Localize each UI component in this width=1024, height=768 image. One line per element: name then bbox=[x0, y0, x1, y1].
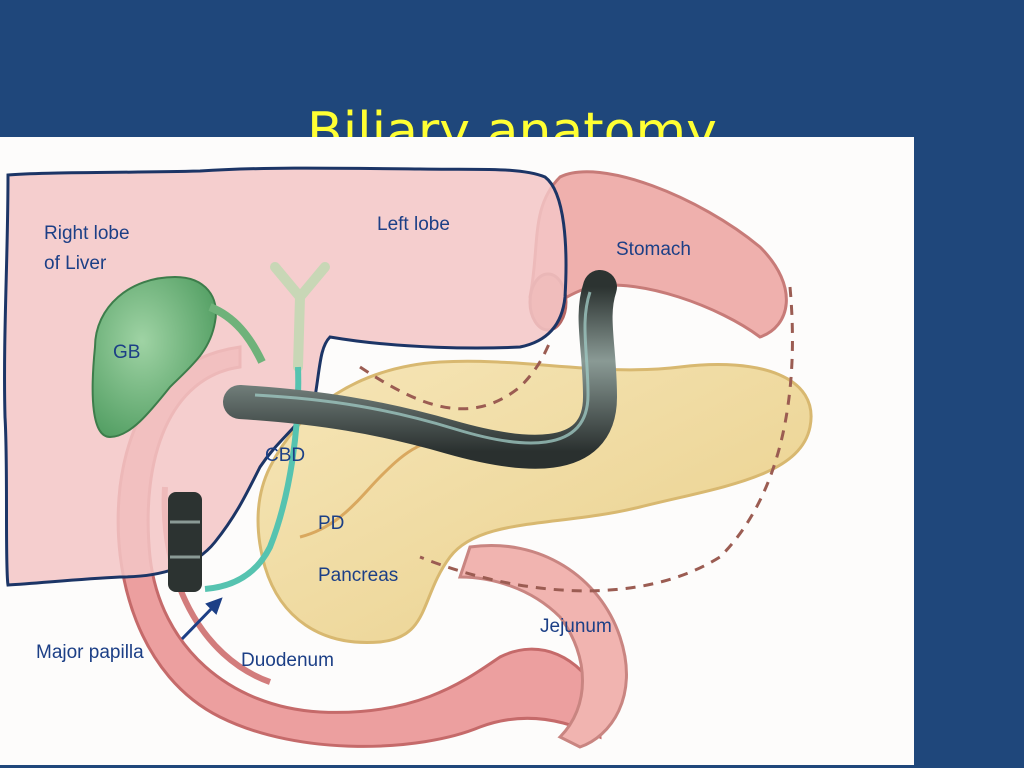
label-gb: GB bbox=[113, 342, 141, 363]
papilla-arrow-head bbox=[205, 597, 223, 615]
papilla-arrow-line bbox=[180, 603, 217, 641]
label-right-lobe-line1: Right lobe bbox=[44, 223, 130, 244]
jejunum-shape bbox=[457, 544, 628, 749]
label-major-papilla: Major papilla bbox=[36, 642, 144, 663]
label-right-lobe-line2: of Liver bbox=[44, 253, 107, 274]
label-duodenum: Duodenum bbox=[241, 650, 334, 671]
label-jejunum: Jejunum bbox=[540, 616, 612, 637]
anatomy-drawing bbox=[3, 166, 813, 749]
label-stomach: Stomach bbox=[616, 239, 691, 260]
label-pancreas: Pancreas bbox=[318, 565, 399, 586]
dashed-boundary bbox=[359, 286, 794, 593]
label-right-lobe: Right lobe of Liver bbox=[44, 219, 130, 279]
hepatic-ducts bbox=[270, 262, 330, 372]
label-pd: PD bbox=[318, 513, 345, 534]
anatomy-illustration: Right lobe of Liver Left lobe Stomach GB… bbox=[0, 137, 914, 765]
endoscope-tip bbox=[168, 492, 202, 592]
cystic-duct bbox=[208, 303, 266, 364]
endoscope-highlight bbox=[254, 291, 592, 445]
endoscope-tube bbox=[223, 270, 618, 469]
liver-outline bbox=[3, 166, 568, 587]
gallbladder-shape bbox=[91, 275, 217, 439]
label-left-lobe: Left lobe bbox=[377, 214, 450, 235]
endoscope-ring bbox=[170, 520, 200, 559]
label-cbd: CBD bbox=[265, 445, 306, 466]
